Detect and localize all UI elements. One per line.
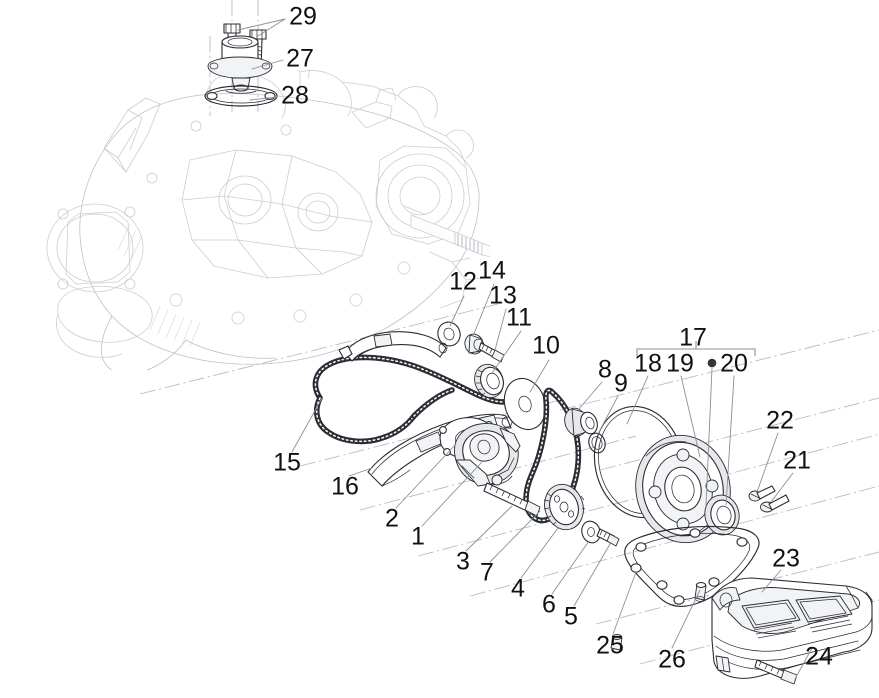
callout-label-24: 24 [805, 642, 833, 671]
callout-label-25: 25 [596, 631, 624, 660]
part-20-oil-seal [704, 494, 740, 536]
part-22-screw [748, 485, 776, 502]
callout-label-1: 1 [411, 522, 425, 551]
callout-label-23: 23 [772, 544, 800, 573]
callout-label-6: 6 [542, 590, 556, 619]
part-26-dowel-pin-secondary [610, 634, 623, 651]
part-27-thermostat-housing [207, 35, 273, 92]
callout-label-17: 17 [679, 323, 707, 352]
callout-label-14: 14 [478, 256, 506, 285]
callout-label-3: 3 [456, 547, 470, 576]
part-15-timing-chain [312, 354, 515, 445]
part-13-bolt [478, 342, 505, 363]
part-8-bushing [564, 407, 598, 437]
part-4-driven-sprocket [543, 483, 586, 531]
part-1-oil-pump-body [454, 423, 521, 487]
engine-crankcase-ghost [46, 70, 490, 370]
part-24-pan-bolt [754, 659, 798, 685]
callout-label-22: 22 [766, 406, 794, 435]
callout-label-5: 5 [564, 602, 578, 631]
callout-label-20: 20 [720, 349, 748, 378]
callout-label-12: 12 [449, 267, 477, 296]
callout-label-10: 10 [532, 331, 560, 360]
thermostat-housing-group [204, 23, 278, 107]
part-26-dowel-pin [694, 582, 707, 602]
part-3-oil-pump-chain [523, 387, 582, 524]
callout-label-4: 4 [511, 574, 525, 603]
leader-lines [237, 18, 813, 680]
callout-label-2: 2 [385, 504, 399, 533]
callout-label-9: 9 [614, 369, 628, 398]
part-5-bolt [596, 528, 620, 547]
part-9-oring [588, 432, 606, 454]
callout-label-27: 27 [286, 44, 314, 73]
part-12-pivot-bush [437, 321, 461, 347]
callout-label-13: 13 [489, 281, 517, 310]
callout-label-26: 26 [658, 645, 686, 674]
part-21-screw [760, 494, 790, 513]
part-7-pump-bolt [483, 482, 541, 517]
group-bullet-marker [707, 358, 717, 368]
callout-label-28: 28 [281, 81, 309, 110]
callout-label-18: 18 [634, 349, 662, 378]
part-2-tensioner-blade [338, 331, 448, 362]
part-23-oil-pan [711, 577, 873, 679]
callout-label-21: 21 [783, 446, 811, 475]
callout-label-11: 11 [506, 303, 532, 332]
part-11-drive-sprocket [474, 363, 504, 399]
callout-label-19: 19 [666, 349, 694, 378]
callout-label-16: 16 [331, 472, 359, 501]
callout-label-29: 29 [289, 2, 317, 31]
callout-label-7: 7 [480, 558, 494, 587]
chain-guide-pivot-group [437, 321, 505, 363]
callout-label-15: 15 [273, 448, 301, 477]
group-bracket-17 [636, 341, 756, 356]
callout-label-8: 8 [598, 355, 612, 384]
part-28-gasket [204, 85, 278, 107]
part-25-cover-gasket [624, 525, 760, 607]
